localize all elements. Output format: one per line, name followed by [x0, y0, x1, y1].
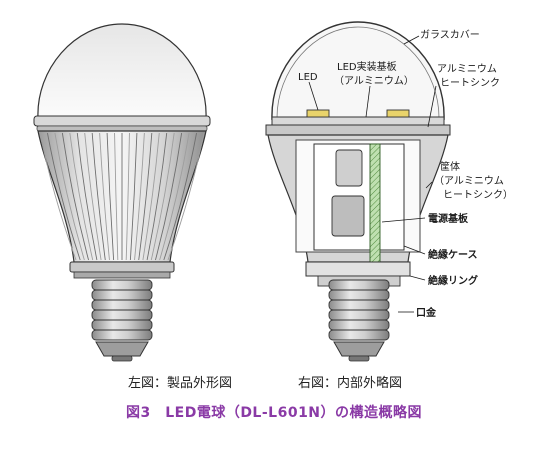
screw-thread [91, 279, 153, 291]
heatsink-fin-line [61, 132, 89, 261]
exterior-base-tip [95, 341, 149, 357]
section-component-2 [331, 195, 365, 237]
label-base-cap: 口金 [416, 306, 437, 319]
label-power-board: 電源基板 [428, 212, 469, 225]
screw-thread [328, 299, 390, 311]
heatsink-fin-line [69, 132, 94, 261]
screw-thread [328, 319, 390, 331]
heatsink-fin-line [142, 132, 160, 261]
exterior-rim-ring-2 [36, 125, 208, 132]
heatsink-fin-line [159, 132, 190, 261]
section-screw-base [328, 279, 390, 341]
heatsink-fin-line [76, 132, 98, 261]
heatsink-fin-line [138, 132, 153, 261]
section-led-board [271, 116, 445, 126]
screw-thread [328, 309, 390, 321]
heatsink-fin-line [84, 132, 102, 261]
exterior-rim-ring [33, 115, 211, 127]
section-glass-cover-inner [276, 26, 440, 121]
section-base-tip [333, 341, 385, 357]
label-alu-heatsink-1: アルミニウム [437, 63, 497, 75]
subcaption-right: 右図：内部外略図 [298, 376, 403, 391]
label-led-board-1: LED実装基板 [337, 60, 397, 73]
heatsink-fin-line [47, 132, 81, 261]
screw-thread [91, 289, 153, 301]
label-insulation-ring: 絶縁リング [428, 274, 478, 287]
cross-section-bulb [265, 21, 451, 362]
heatsink-fin-line [114, 132, 119, 261]
label-housing-2: （アルミニウム [434, 175, 504, 187]
heatsink-fin-line [54, 132, 85, 261]
heatsink-fin-line [163, 132, 197, 261]
section-led-right [386, 109, 410, 118]
heatsink-fin-line [91, 132, 106, 261]
exterior-glass-dome [37, 23, 207, 119]
section-component-1 [335, 149, 363, 187]
label-led: LED [298, 72, 318, 83]
label-housing-3: ヒートシンク） [443, 189, 513, 201]
label-insulation-case: 絶縁ケース [428, 248, 478, 261]
heatsink-fin-line [129, 132, 138, 261]
screw-thread [91, 319, 153, 331]
label-glass-cover: ガラスカバー [420, 29, 480, 41]
exterior-neck-ring [69, 261, 175, 273]
screw-thread [91, 329, 153, 341]
heatsink-fin-line [155, 132, 183, 261]
exterior-bulb [33, 23, 211, 362]
screw-thread [328, 289, 390, 301]
leader-lines [308, 35, 437, 313]
section-insulation-ring [305, 261, 411, 277]
section-glass-cover [271, 21, 445, 121]
screw-thread [328, 279, 390, 291]
heatsink-fin-line [106, 132, 115, 261]
section-base-contact [348, 355, 370, 362]
label-led-board-2: （アルミニウム） [334, 75, 414, 87]
heatsink-fin-line [39, 132, 77, 261]
heatsink-fin-line [150, 132, 175, 261]
section-heatsink-rim [265, 124, 451, 136]
screw-thread [328, 329, 390, 341]
exterior-neck-ring-2 [73, 271, 171, 279]
exterior-screw-base [91, 279, 153, 341]
heatsink-fin-line [134, 132, 145, 261]
heatsink-fin-line [167, 132, 205, 261]
subcaption-left: 左図：製品外形図 [128, 376, 233, 391]
screw-thread [91, 299, 153, 311]
sub-captions: 左図：製品外形図 右図：内部外略図 [0, 372, 548, 392]
section-led-left [306, 109, 330, 118]
screw-thread [91, 309, 153, 321]
exterior-heatsink-fins [39, 132, 205, 261]
label-housing-1: 筐体 [440, 160, 460, 173]
heatsink-fin-line [125, 132, 130, 261]
heatsink-fin-line [99, 132, 110, 261]
exterior-base-contact [111, 355, 133, 362]
figure-caption: 図3 LED電球（DL-L601N）の構造概略図 [125, 405, 423, 421]
label-alu-heatsink-2: ヒートシンク [440, 77, 500, 89]
heatsink-fin-line [146, 132, 168, 261]
